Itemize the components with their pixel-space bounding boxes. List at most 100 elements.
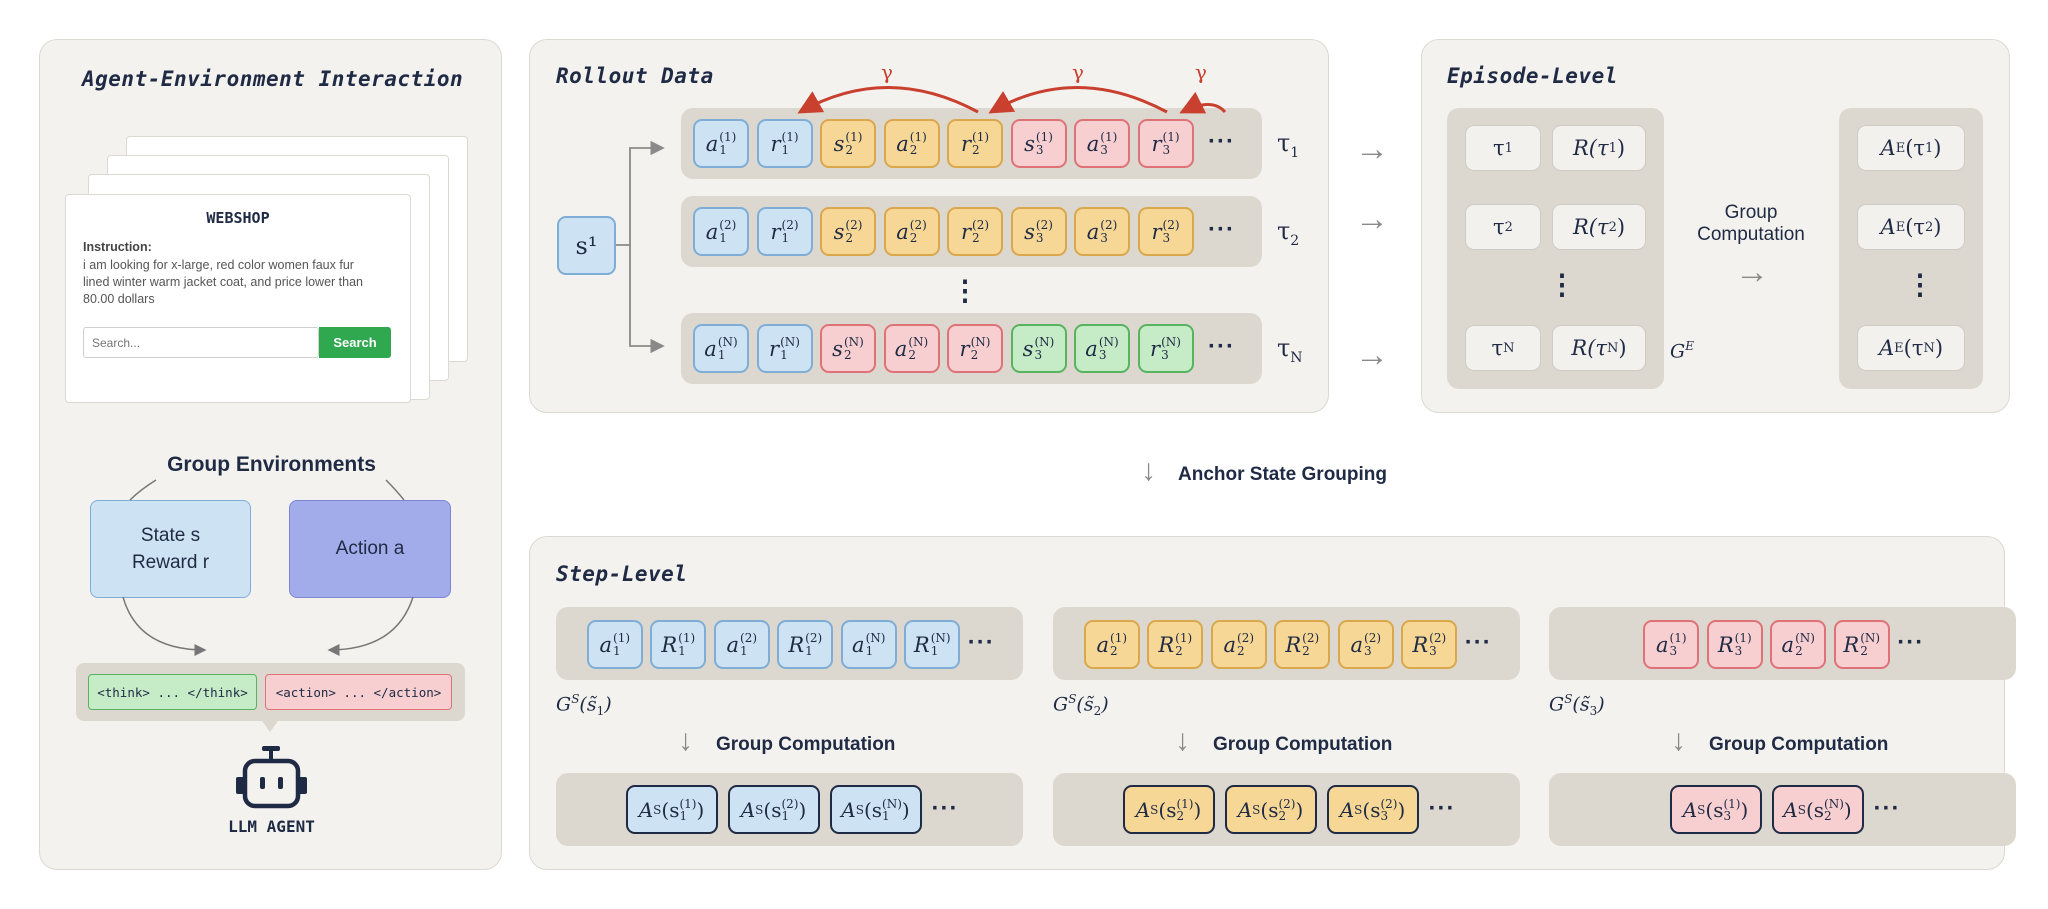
arrow-right-icon: → [1355,336,1389,374]
action-label: Action a [335,538,405,559]
search-button[interactable]: Search [319,327,391,358]
gamma-label-3: γ [1195,60,1207,84]
arrow-right-icon: → [1355,130,1389,168]
advantage-vdots: ⋮ [1906,269,1935,300]
step-token: R(N)1 [904,620,961,669]
step-token: R(2)1 [777,620,834,669]
state-label: State s [140,525,201,546]
group-computation-label: Group Computation [1709,734,1889,755]
rollout-token: a(2)2 [883,207,940,256]
rollout-token: s(2)3 [1010,207,1067,256]
action-tag: <action> ... </action> [265,674,452,710]
row-1-ellipsis: ··· [1208,128,1235,155]
state-reward-box: State s Reward r [90,500,251,598]
instruction-label: Instruction: [83,240,152,254]
row-n-ellipsis: ··· [1208,333,1235,360]
rollout-token: r(1)1 [756,119,813,168]
rollout-token: r(2)3 [1137,207,1194,256]
rollout-token: r(N)2 [947,324,1003,373]
episode-vdots: ⋮ [1548,269,1577,300]
rollout-title: Rollout Data [556,64,714,88]
rollout-token: s(1)2 [820,119,876,168]
rollout-token: r(1)2 [947,119,1003,168]
step-title: Step-Level [556,562,688,586]
step-token: a(2)1 [713,620,770,669]
rollout-token: a(2)3 [1074,207,1130,256]
gamma-label-1: γ [881,60,893,84]
rollout-token: s(2)2 [820,207,876,256]
s1-box: s¹ [557,216,616,275]
rollout-token: r(1)3 [1137,119,1194,168]
rollout-token: s(N)2 [820,324,876,373]
group-computation-label: Group Computation [716,734,896,755]
rollout-token: a(2)1 [693,207,749,256]
step-token: a(2)2 [1210,620,1267,669]
arrow-down-icon: ↓ [1141,454,1156,487]
reward-label: Reward r [131,552,210,573]
step-advantage-ellipsis: ··· [1873,795,1901,822]
output-tags-bar: <think> ... </think> <action> ... </acti… [76,663,465,721]
step-token: R(1)2 [1147,620,1204,669]
rollout-token: a(N)2 [883,324,940,373]
arrow-down-icon: ↓ [678,724,693,757]
gs-label: GS(s̃1) [556,692,612,719]
rollout-token: r(N)3 [1137,324,1194,373]
s1-label: s¹ [575,231,598,260]
rollout-token: a(N)3 [1074,324,1130,373]
gs-label: GS(s̃2) [1053,692,1109,719]
robot-icon [235,746,308,811]
step-token: a(2)3 [1337,620,1394,669]
panel-title: Agent-Environment Interaction [82,67,464,91]
speech-pointer [262,721,278,732]
step-group-ellipsis: ··· [967,629,995,656]
step-token: a(N)1 [840,620,897,669]
step-token: R(1)1 [650,620,707,669]
tau-1-label: τ1 [1277,129,1300,161]
group-environments-title: Group Environments [167,453,376,476]
anchor-state-grouping-label: Anchor State Grouping [1178,464,1387,485]
rollout-token: a(1)1 [693,119,749,168]
rollout-token: a(1)2 [883,119,940,168]
step-token: R(2)3 [1401,620,1458,669]
tau-2-label: τ2 [1277,217,1300,249]
action-box: Action a [289,500,451,598]
step-advantage-ellipsis: ··· [931,795,959,822]
step-token: a(1)2 [1083,620,1140,669]
rollout-token: a(1)3 [1074,119,1130,168]
arrow-right-icon: → [1735,253,1769,291]
rollout-token: r(N)1 [756,324,813,373]
arrow-down-icon: ↓ [1175,724,1190,757]
search-input[interactable] [83,327,319,358]
rollout-token: a(N)1 [693,324,749,373]
webshop-card: WEBSHOP Instruction: i am looking for x-… [65,194,411,403]
llm-agent-label: LLM AGENT [228,817,315,836]
episode-group-computation-label: Group Computation [1697,202,1805,245]
step-token: R(N)2 [1833,620,1890,669]
step-group-ellipsis: ··· [1464,629,1492,656]
rollout-token: r(2)2 [947,207,1003,256]
step-token: a(1)3 [1643,620,1700,669]
step-token: a(N)2 [1770,620,1827,669]
rollout-token: r(2)1 [756,207,813,256]
think-tag: <think> ... </think> [88,674,257,710]
agent-environment-panel: Agent-Environment Interaction WEBSHOP In… [39,39,502,870]
episode-title: Episode-Level [1447,64,1618,88]
rollout-token: s(1)3 [1010,119,1067,168]
ge-label: GE [1670,339,1694,363]
rollout-token: s(N)3 [1010,324,1067,373]
